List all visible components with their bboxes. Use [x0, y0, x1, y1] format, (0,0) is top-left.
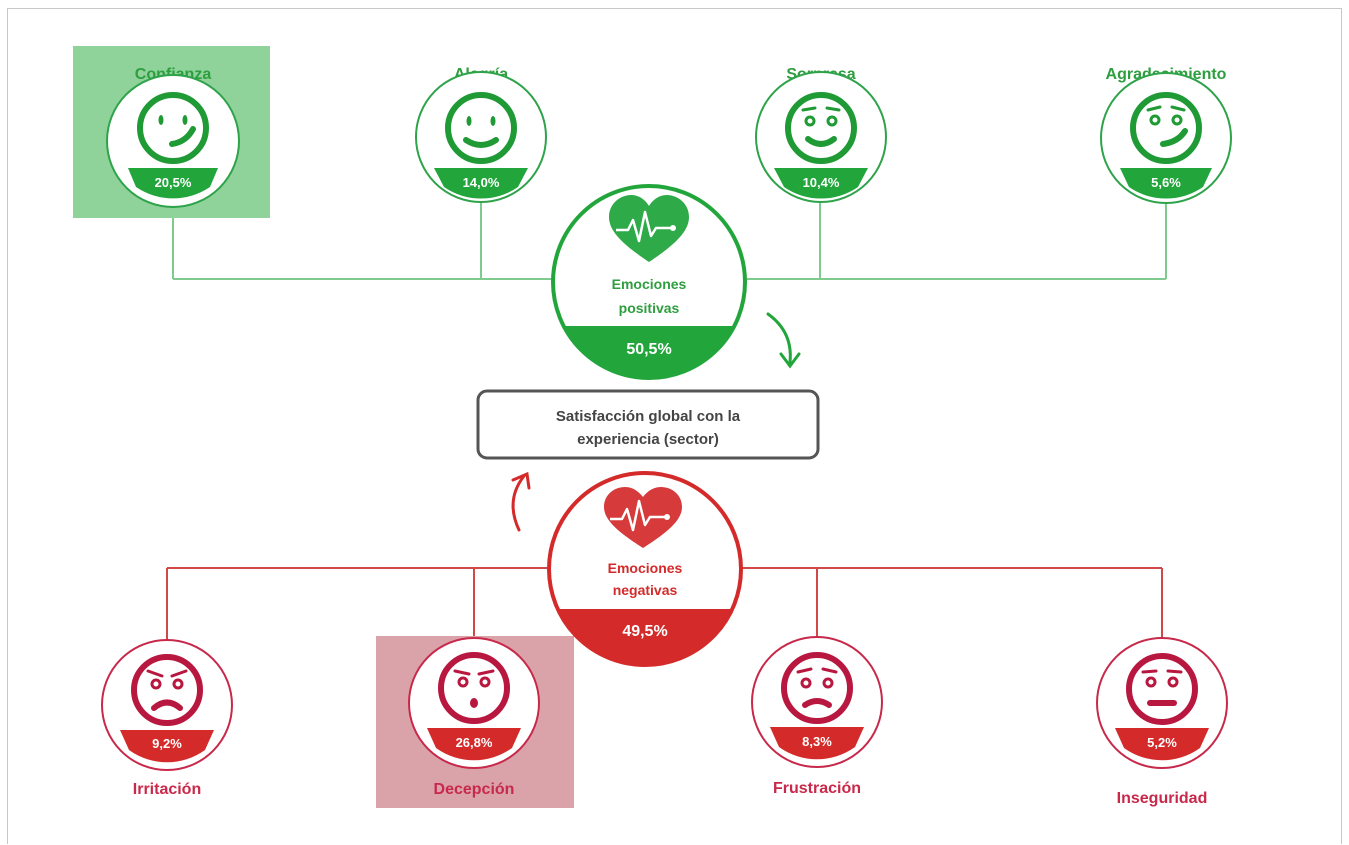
emotion-value: 20,5%	[155, 175, 192, 190]
neutral-face-icon	[1126, 653, 1198, 725]
emotion-node-agradecimiento: Agradecimiento 5,6%	[1100, 66, 1232, 204]
emotion-node-irritacion: 9,2% Irritación	[101, 639, 233, 798]
hub-value: 49,5%	[622, 623, 667, 640]
hub-title-line2: negativas	[613, 582, 678, 598]
angry-face-icon	[131, 654, 203, 726]
emotion-value: 5,2%	[1147, 735, 1177, 750]
heart-pulse-icon	[604, 487, 682, 548]
emotion-node-frustracion: 8,3% Frustración	[751, 636, 883, 797]
hub-title-line2: positivas	[619, 300, 680, 316]
emotion-name: Inseguridad	[1117, 790, 1208, 807]
emotion-name: Decepción	[434, 781, 515, 798]
emotion-node-decepcion: 26,8% Decepción	[408, 637, 540, 798]
global-satisfaction-box: Satisfacción global con la experiencia (…	[476, 389, 820, 460]
emotion-name: Frustración	[773, 780, 861, 797]
hub-title-line1: Emociones	[612, 276, 687, 292]
smile-icon	[445, 92, 517, 164]
emotion-value: 8,3%	[802, 734, 832, 749]
heart-pulse-icon	[609, 195, 689, 262]
emotion-value: 26,8%	[456, 735, 493, 750]
emotion-value: 10,4%	[803, 175, 840, 190]
center-title-line2: experiencia (sector)	[577, 431, 719, 448]
emotion-node-alegria: Alegría 14,0%	[415, 66, 547, 203]
negative-arrow-icon	[511, 471, 531, 532]
figure-frame	[7, 8, 1342, 844]
emotion-node-sorpresa: Sorpresa 10,4%	[755, 66, 887, 203]
emotion-name: Irritación	[133, 781, 201, 798]
emotion-value: 9,2%	[152, 736, 182, 751]
sad-face-icon	[781, 652, 853, 724]
wink-smile-icon	[137, 92, 209, 164]
shocked-face-icon	[438, 652, 510, 724]
hub-title-line1: Emociones	[608, 560, 683, 576]
emotion-node-confianza: Confianza 20,5%	[106, 66, 240, 208]
emotion-node-inseguridad: 5,2% Inseguridad	[1096, 637, 1228, 807]
center-title-line1: Satisfacción global con la	[556, 408, 741, 425]
emotion-value: 5,6%	[1151, 175, 1181, 190]
emotion-value: 14,0%	[463, 175, 500, 190]
surprised-smile-icon	[785, 92, 857, 164]
positive-emotions-hub: Emociones positivas 50,5%	[551, 184, 747, 380]
hub-value: 50,5%	[626, 341, 671, 358]
grateful-smile-icon	[1130, 92, 1202, 164]
positive-arrow-icon	[766, 312, 801, 369]
negative-emotions-hub: Emociones negativas 49,5%	[547, 471, 743, 667]
